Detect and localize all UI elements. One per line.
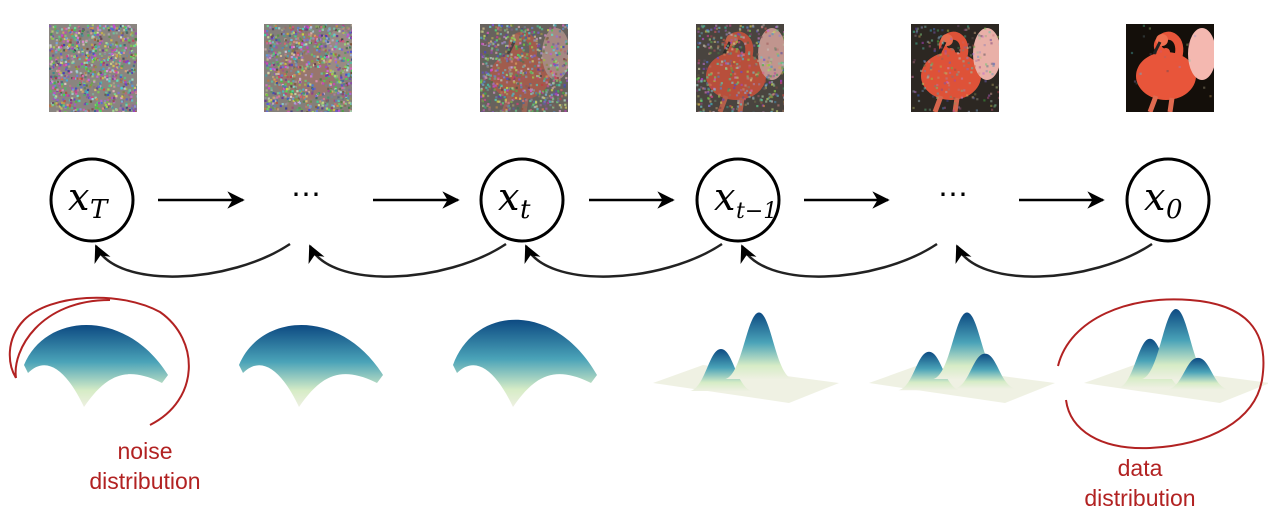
noise-ring (8, 296, 190, 426)
noise-label-line-1: noise (117, 438, 173, 464)
node-subscript: t (520, 195, 531, 225)
node-label: x (498, 175, 519, 219)
node-label: x (714, 175, 735, 219)
thumbnail-4 (911, 24, 999, 112)
noise-label-line-2: distribution (89, 468, 201, 494)
image-sequence (49, 24, 1214, 112)
data-label-line-2: distribution (1084, 485, 1196, 511)
ellipsis-label: ⋯ (291, 177, 321, 212)
node-subscript: 0 (1166, 195, 1183, 225)
reverse-arrows (94, 242, 1153, 278)
annotation-rings (8, 296, 1265, 450)
data-distribution-label: data distribution (1065, 453, 1215, 513)
reverse-arrow-0 (94, 242, 291, 278)
thumbnail-2 (480, 24, 568, 112)
distribution-surface-1 (239, 324, 383, 407)
reverse-arrow-4 (955, 242, 1153, 278)
distribution-surface-3 (653, 312, 839, 403)
node-subscript: T (90, 195, 109, 225)
distribution-surface-0 (24, 324, 168, 407)
reverse-arrow-2 (524, 242, 723, 278)
distribution-surface-4 (869, 312, 1055, 403)
node-label: x (68, 175, 89, 219)
distribution-surface-2 (453, 319, 597, 407)
data-ring (1057, 298, 1265, 450)
ellipsis-node: ⋯ (291, 177, 321, 212)
ellipsis-node: ⋯ (938, 177, 968, 212)
distribution-surfaces (24, 309, 1268, 407)
thumbnail-3 (696, 24, 784, 112)
thumbnail-0 (49, 24, 137, 112)
thumbnail-1 (264, 24, 352, 112)
data-label-line-1: data (1117, 455, 1163, 481)
node-subscript: t−1 (736, 199, 777, 224)
distribution-surface-5 (1084, 309, 1268, 403)
noise-distribution-label: noise distribution (70, 436, 220, 496)
reverse-arrow-3 (740, 242, 938, 278)
reverse-arrow-1 (308, 242, 507, 278)
thumbnail-5 (1126, 24, 1214, 112)
ellipsis-label: ⋯ (938, 177, 968, 212)
node-label: x (1144, 175, 1165, 219)
